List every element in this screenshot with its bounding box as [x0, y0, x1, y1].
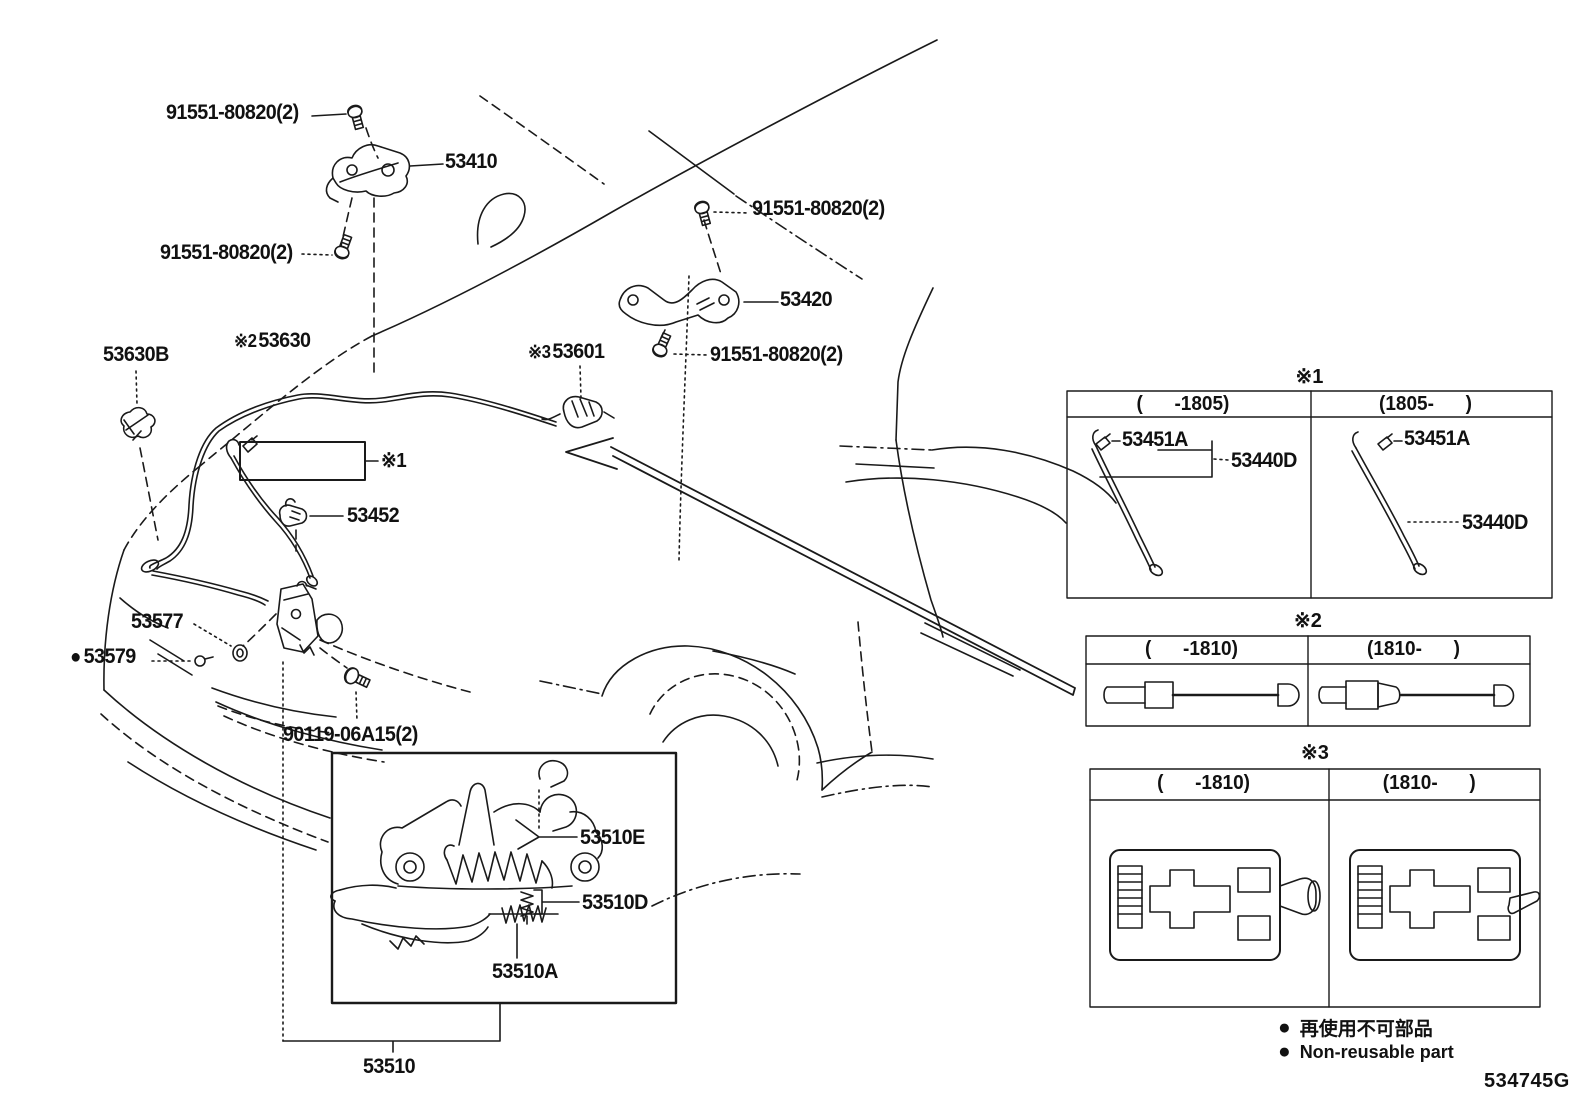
- ref2-marker: ※2: [234, 331, 257, 351]
- callout-53510e: 53510E: [580, 826, 645, 849]
- t1-left-53451a: 53451A: [1122, 428, 1188, 451]
- t1-right-53440d: 53440D: [1462, 511, 1528, 534]
- t2-right-cable: [1318, 680, 1515, 710]
- table1-marker: ※1: [1295, 366, 1324, 388]
- table2-col1-header: ( -1810): [1144, 638, 1238, 660]
- table3-col2-header: (1810- ): [1382, 772, 1476, 794]
- t1-left-rod: [1091, 429, 1229, 577]
- callout-53510a: 53510A: [492, 960, 558, 983]
- callout-53510d: 53510D: [582, 891, 648, 914]
- table3-marker: ※3: [1301, 742, 1329, 764]
- legend-jp: ●再使用不可部品: [1278, 1015, 1433, 1041]
- car-outline: [100, 39, 1117, 907]
- t3-left-control: [1109, 849, 1321, 961]
- figure-code: 534745G: [1484, 1070, 1570, 1092]
- hood-courtesy-switch: [541, 365, 615, 429]
- callout-90119-06a15: 90119-06A15(2): [283, 723, 418, 746]
- cable-clamp: [278, 497, 344, 552]
- lock-fasteners: [151, 623, 371, 722]
- table1-col1-header: ( -1805): [1136, 393, 1230, 415]
- non-reusable-dot: ●: [70, 646, 81, 668]
- callout-53577: 53577: [131, 610, 184, 633]
- hood-hinge-rh: [618, 200, 779, 561]
- table3-col1-header: ( -1810): [1157, 772, 1250, 794]
- callout-91551-80820-a: 91551-80820(2): [166, 101, 299, 124]
- t1-right-rod: [1351, 431, 1461, 576]
- variant-tables: [1066, 390, 1553, 1008]
- callout-53630b: 53630B: [103, 343, 169, 366]
- table2-col2-header: (1810- ): [1366, 638, 1460, 660]
- ref1-marker: ※1: [381, 450, 407, 472]
- legend-dot-en: ●: [1278, 1040, 1291, 1063]
- hood-support-rod: [225, 438, 319, 590]
- cable-clip-53630b: [120, 370, 159, 541]
- t3-right-control: [1349, 849, 1541, 961]
- callout-53601: ※353601: [528, 340, 605, 363]
- t2-left-cable: [1103, 681, 1300, 709]
- t1-right-53451a: 53451A: [1404, 427, 1470, 450]
- ref1-callout-box: [239, 435, 379, 481]
- pointer-arrow: [565, 437, 1076, 696]
- table2-marker: ※2: [1294, 610, 1322, 632]
- callout-91551-80820-b: 91551-80820(2): [160, 241, 293, 264]
- hood-release-cable: [140, 390, 557, 606]
- hood-hinge-lh: [301, 104, 444, 379]
- callout-53410: 53410: [445, 150, 498, 173]
- table1-col2-header: (1805- ): [1379, 393, 1472, 415]
- callout-91551-80820-d: 91551-80820(2): [710, 343, 843, 366]
- side-mirror: [476, 192, 526, 248]
- callout-53630: ※253630: [234, 329, 311, 352]
- lock-detail-inset: [330, 751, 678, 1005]
- callout-53510: 53510: [363, 1055, 416, 1078]
- callout-91551-80820-c: 91551-80820(2): [752, 197, 885, 220]
- callout-53452: 53452: [347, 504, 400, 527]
- callout-53420: 53420: [780, 288, 833, 311]
- t1-left-53440d: 53440D: [1231, 449, 1297, 472]
- assembly-bracket: [282, 661, 501, 1053]
- hood-lock-assembly: [242, 580, 471, 693]
- legend-dot-jp: ●: [1278, 1015, 1291, 1039]
- ref3-marker: ※3: [528, 342, 551, 362]
- legend-en: ●Non-reusable part: [1278, 1040, 1454, 1063]
- callout-53579: ●53579: [70, 645, 136, 668]
